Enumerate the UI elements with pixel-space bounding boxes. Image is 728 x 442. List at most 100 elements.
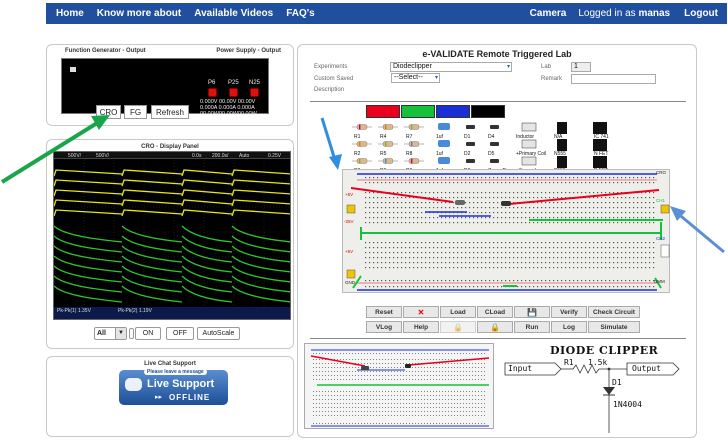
nav-home[interactable]: Home (56, 8, 84, 19)
resistor-icon[interactable] (408, 158, 420, 164)
remark-label: Remark (541, 76, 563, 82)
fg-button[interactable]: FG (124, 105, 147, 119)
schematic-diode-label: D1 (612, 378, 622, 387)
wire-color-blue[interactable] (436, 105, 470, 118)
schematic-input-label: Input (508, 364, 533, 373)
transistor-icon[interactable] (557, 156, 567, 168)
unlock-icon[interactable]: 🔒 (477, 321, 513, 333)
ch2-trace (54, 235, 290, 253)
cro-button[interactable]: CRO (96, 105, 121, 119)
left-label-25v: -25V (344, 219, 354, 224)
resistor-r1-icon[interactable] (455, 200, 465, 205)
inductor-icon[interactable] (521, 139, 537, 149)
inductor-icon[interactable] (521, 122, 537, 132)
cro-footer-bar: Pk-Pk(1) 1.35V Pk-Pk(2) 1.19V (54, 307, 290, 319)
diode-icon[interactable] (490, 125, 499, 129)
diode-icon[interactable] (490, 142, 499, 146)
refresh-button[interactable]: Refresh (151, 105, 189, 119)
lab-number-field[interactable]: 1 (571, 62, 591, 72)
nav-know-more[interactable]: Know more about (96, 8, 182, 19)
diode-icon[interactable] (466, 125, 475, 129)
channel-p6: P6 (208, 80, 216, 86)
save-icon[interactable]: 💾 (514, 306, 550, 318)
inductor-icon[interactable] (521, 156, 537, 166)
ic-chip-icon[interactable] (593, 156, 607, 168)
help-button[interactable]: Help (403, 321, 439, 333)
right-label-ch2: CH2 (656, 236, 666, 241)
wire-color-black[interactable] (471, 105, 505, 118)
ch1-terminal-icon[interactable] (660, 204, 670, 214)
resistor-icon[interactable] (382, 124, 394, 130)
custom-description-select[interactable]: --Select-- ▾ (391, 73, 440, 83)
resistor-icon[interactable] (382, 141, 394, 147)
lab-number-label: Lab (541, 64, 552, 70)
part-label: R5 (380, 151, 387, 157)
wire-color-red[interactable] (366, 105, 400, 118)
waveform-plot (54, 160, 290, 308)
p25-knob-icon[interactable] (229, 88, 238, 97)
live-support-button[interactable]: Please leave a message Live Support ▸▸ O… (119, 369, 228, 405)
experiment-select[interactable]: Diodeclipper ▾ (390, 62, 512, 72)
resistor-icon[interactable] (382, 158, 394, 164)
time-scale: 200.0s/ (212, 153, 229, 159)
resistor-icon[interactable] (408, 124, 420, 130)
resistor-icon[interactable] (356, 158, 368, 164)
reset-button[interactable]: Reset (366, 306, 402, 318)
on-button[interactable]: ON (135, 327, 161, 340)
nav-camera[interactable]: Camera (529, 8, 567, 19)
remark-field[interactable] (571, 74, 656, 84)
resistor-icon[interactable] (356, 124, 368, 130)
ic-chip-icon[interactable] (593, 139, 607, 151)
resistor-icon[interactable] (408, 141, 420, 147)
diode-icon[interactable] (490, 159, 499, 163)
check-circuit-button[interactable]: Check Circuit (588, 306, 640, 318)
cload-button[interactable]: CLoad (477, 306, 513, 318)
run-button[interactable]: Run (514, 321, 550, 333)
transistor-icon[interactable] (557, 122, 567, 134)
n25-knob-icon[interactable] (250, 88, 259, 97)
diode-d1-icon[interactable] (501, 201, 511, 206)
live-support-tagline: Please leave a message (144, 369, 207, 375)
diode-icon[interactable] (466, 142, 475, 146)
lock-icon[interactable]: 🔒 (440, 321, 476, 333)
toggle-box[interactable] (129, 328, 134, 339)
power-5v-terminal-icon[interactable] (346, 204, 356, 214)
nav-videos[interactable]: Available Videos (194, 8, 274, 19)
ch1-trace (54, 189, 290, 197)
log-button[interactable]: Log (551, 321, 587, 333)
nav-faq[interactable]: FAQ's (286, 8, 315, 19)
capacitor-icon[interactable] (438, 123, 450, 130)
vlog-button[interactable]: VLog (366, 321, 402, 333)
live-support-status: OFFLINE (169, 393, 211, 402)
autoscale-button[interactable]: AutoScale (197, 327, 240, 340)
schematic-resistor-value: 1.5k (588, 358, 608, 367)
capacitor-icon[interactable] (438, 157, 450, 164)
off-button[interactable]: OFF (166, 327, 194, 340)
part-label: IC 741 (594, 134, 609, 140)
ic-chip-icon[interactable] (593, 122, 607, 134)
diode-icon[interactable] (466, 159, 475, 163)
resistor-icon[interactable] (356, 141, 368, 147)
verify-button[interactable]: Verify (551, 306, 587, 318)
channel-select[interactable]: All ▼ (94, 327, 127, 340)
diode-icon (603, 387, 615, 395)
transistor-icon[interactable] (557, 139, 567, 151)
function-generator-panel: Function Generator - Output Power Supply… (46, 44, 294, 126)
delete-icon[interactable]: ✕ (403, 306, 439, 318)
simulate-button[interactable]: Simulate (588, 321, 640, 333)
ch2-trace (54, 285, 290, 303)
chat-bubble-icon (125, 378, 142, 391)
breadboard[interactable]: +5V -25V +6V GND CRO CH1 CH2 DMM (342, 169, 670, 293)
wire-color-green[interactable] (401, 105, 435, 118)
load-button[interactable]: Load (440, 306, 476, 318)
chevron-down-icon: ▾ (506, 64, 510, 70)
gnd-terminal-icon[interactable] (346, 269, 356, 279)
nav-logout[interactable]: Logout (684, 8, 718, 19)
capacitor-icon[interactable] (438, 140, 450, 147)
p6-knob-icon[interactable] (208, 88, 217, 97)
diode-clipper-schematic (504, 362, 680, 433)
ch2-terminal-icon[interactable] (660, 244, 670, 258)
logged-in-status: Logged in as manas (578, 8, 670, 19)
